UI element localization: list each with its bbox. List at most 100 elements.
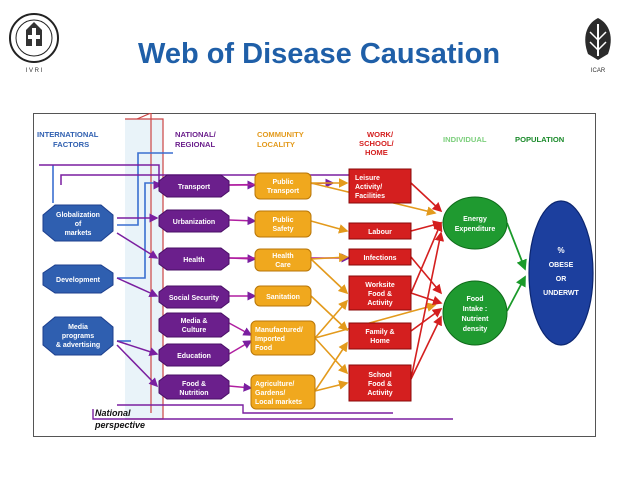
work-node-labour: Labour	[348, 222, 412, 240]
national-node-urbanization: Urbanization	[158, 209, 230, 233]
svg-text:perspective: perspective	[94, 420, 145, 430]
svg-text:Local markets: Local markets	[255, 399, 302, 406]
svg-text:OR: OR	[556, 276, 567, 283]
svg-text:Urbanization: Urbanization	[173, 219, 215, 226]
svg-text:Infections: Infections	[363, 255, 396, 262]
header-national: NATIONAL/ REGIONAL	[175, 130, 217, 149]
header-international: INTERNATIONAL FACTORS	[37, 130, 99, 149]
national-node-health: Health	[158, 247, 230, 271]
svg-text:Media: Media	[68, 324, 88, 331]
work-node-school: School Food & Activity	[348, 364, 412, 402]
community-node-manufactured-food: Manufactured/ Imported Food	[250, 320, 316, 356]
footer-national-perspective: National perspective	[94, 408, 145, 430]
svg-text:Food &: Food &	[182, 381, 206, 388]
community-node-agriculture: Agriculture/ Gardens/ Local markets	[250, 374, 316, 410]
svg-text:Sanitation: Sanitation	[266, 294, 300, 301]
svg-text:INTERNATIONAL: INTERNATIONAL	[37, 130, 99, 139]
svg-text:of: of	[75, 221, 82, 228]
work-node-family-home: Family & Home	[348, 322, 412, 350]
svg-text:Nutrition: Nutrition	[179, 390, 208, 397]
svg-text:Health: Health	[183, 257, 204, 264]
svg-text:Food &: Food &	[368, 291, 392, 298]
svg-text:WORK/: WORK/	[367, 130, 394, 139]
logo-right-text: ICAR	[591, 68, 606, 74]
work-node-worksite: Worksite Food & Activity	[348, 275, 412, 311]
svg-text:Transport: Transport	[267, 188, 300, 195]
svg-text:Globalization: Globalization	[56, 212, 100, 219]
svg-text:OBESE: OBESE	[549, 262, 574, 269]
national-node-food-nutrition: Food & Nutrition	[158, 374, 230, 400]
svg-text:LOCALITY: LOCALITY	[257, 140, 295, 149]
community-node-public-transport: Public Transport	[254, 172, 312, 200]
disease-causation-diagram: INTERNATIONAL FACTORS NATIONAL/ REGIONAL…	[33, 113, 596, 437]
logo-left-text: I V R I	[26, 68, 43, 74]
svg-text:Culture: Culture	[182, 327, 207, 334]
svg-text:%: %	[557, 246, 564, 255]
svg-text:Activity: Activity	[367, 390, 392, 397]
svg-text:SCHOOL/: SCHOOL/	[359, 139, 394, 148]
svg-text:Care: Care	[275, 262, 291, 269]
svg-text:Leisure: Leisure	[355, 175, 380, 182]
svg-text:Intake :: Intake :	[463, 306, 488, 313]
svg-text:COMMUNITY: COMMUNITY	[257, 130, 304, 139]
svg-text:Nutrient: Nutrient	[462, 316, 490, 323]
svg-text:UNDERWT: UNDERWT	[543, 290, 579, 297]
svg-text:Social Security: Social Security	[169, 295, 219, 302]
intl-node-globalization: Globalization of markets	[42, 204, 114, 242]
svg-text:markets: markets	[65, 230, 92, 237]
national-node-transport: Transport	[158, 174, 230, 198]
svg-text:density: density	[463, 326, 488, 333]
icar-logo: ICAR	[585, 18, 611, 74]
intl-node-development: Development	[42, 264, 114, 294]
svg-text:NATIONAL/: NATIONAL/	[175, 130, 217, 139]
svg-text:National: National	[95, 408, 131, 418]
svg-text:Transport: Transport	[178, 184, 211, 191]
individual-node-energy: Energy Expenditure	[442, 196, 508, 250]
page-title: Web of Disease Causation	[137, 38, 501, 70]
community-node-public-safety: Public Safety	[254, 210, 312, 238]
svg-text:Public: Public	[272, 217, 293, 224]
national-node-education: Education	[158, 343, 230, 367]
work-node-leisure: Leisure Activity/ Facilities	[348, 168, 412, 204]
svg-text:Food: Food	[466, 296, 483, 303]
national-node-media-culture: Media & Culture	[158, 312, 230, 338]
svg-text:programs: programs	[62, 333, 94, 340]
svg-text:Activity/: Activity/	[355, 184, 382, 191]
ivri-logo: I V R I	[9, 13, 59, 74]
svg-text:Food: Food	[255, 345, 272, 352]
svg-text:Education: Education	[177, 353, 211, 360]
svg-text:Imported: Imported	[255, 336, 285, 343]
svg-text:Agriculture/: Agriculture/	[255, 381, 294, 388]
header-community: COMMUNITY LOCALITY	[257, 130, 304, 149]
svg-text:REGIONAL: REGIONAL	[175, 140, 215, 149]
svg-text:Home: Home	[370, 338, 390, 345]
work-node-infections: Infections	[348, 248, 412, 266]
svg-text:Manufactured/: Manufactured/	[255, 327, 303, 334]
svg-text:Media &: Media &	[181, 318, 208, 325]
community-node-health-care: Health Care	[254, 248, 312, 272]
svg-text:Development: Development	[56, 277, 101, 284]
svg-text:Health: Health	[272, 253, 293, 260]
band-light	[125, 119, 163, 419]
community-node-sanitation: Sanitation	[254, 285, 312, 307]
svg-text:Facilities: Facilities	[355, 193, 385, 200]
svg-text:Safety: Safety	[272, 226, 293, 233]
population-node-obese: % OBESE OR UNDERWT	[528, 200, 594, 346]
svg-text:Labour: Labour	[368, 229, 392, 236]
national-node-social-security: Social Security	[158, 285, 230, 309]
header-work: WORK/ SCHOOL/ HOME	[359, 130, 394, 157]
svg-text:Worksite: Worksite	[365, 282, 395, 289]
svg-text:Public: Public	[272, 179, 293, 186]
individual-node-food-intake: Food Intake : Nutrient density	[442, 280, 508, 346]
svg-text:FACTORS: FACTORS	[53, 140, 89, 149]
svg-text:School: School	[368, 372, 391, 379]
svg-text:Energy: Energy	[463, 216, 487, 223]
header-population: POPULATION	[515, 135, 564, 144]
intl-node-media-programs: Media programs & advertising	[42, 316, 114, 356]
svg-text:& advertising: & advertising	[56, 342, 100, 349]
header-individual: INDIVIDUAL	[443, 135, 487, 144]
svg-text:Family &: Family &	[365, 329, 394, 336]
svg-text:Activity: Activity	[367, 300, 392, 307]
svg-text:HOME: HOME	[365, 148, 388, 157]
svg-text:Food &: Food &	[368, 381, 392, 388]
